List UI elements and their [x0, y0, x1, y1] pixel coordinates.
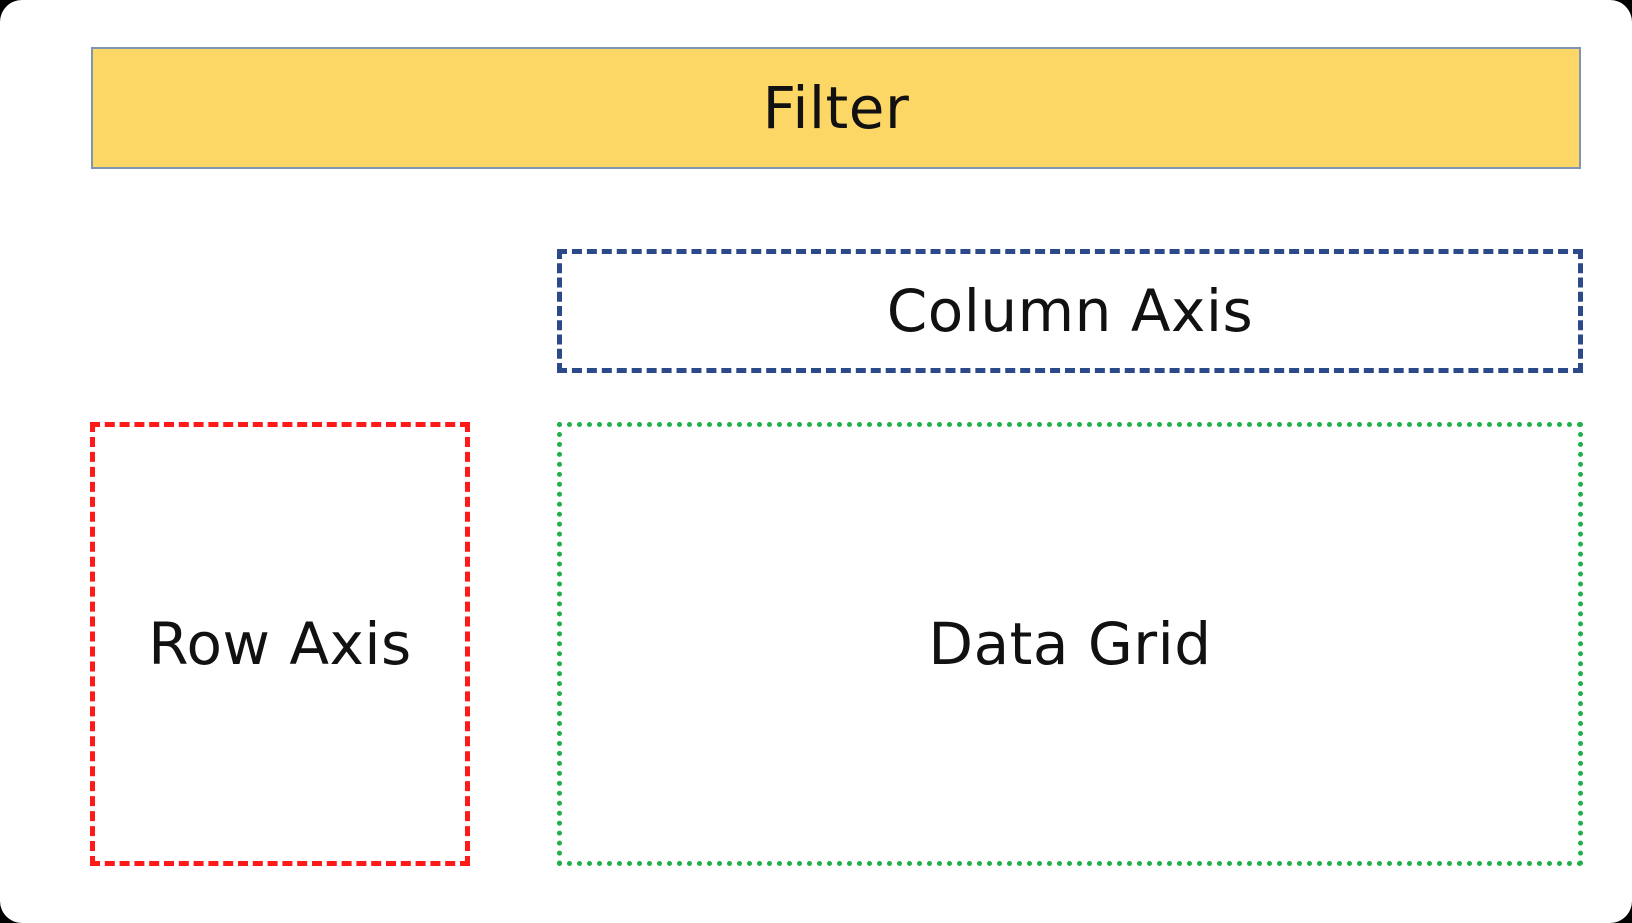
- row-axis-label: Row Axis: [148, 610, 412, 678]
- filter-label: Filter: [762, 74, 910, 142]
- column-axis-box: Column Axis: [557, 249, 1583, 373]
- column-axis-label: Column Axis: [886, 277, 1254, 345]
- row-axis-box: Row Axis: [90, 422, 470, 866]
- data-grid-box: Data Grid: [557, 422, 1583, 866]
- filter-box: Filter: [91, 47, 1581, 169]
- data-grid-label: Data Grid: [928, 610, 1212, 678]
